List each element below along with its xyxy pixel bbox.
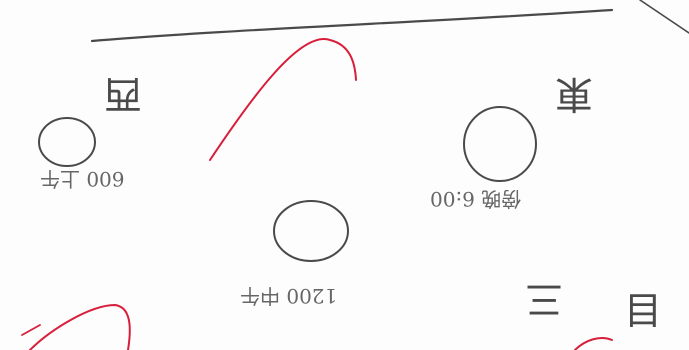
label-evening: 傍晚 6:00: [430, 187, 522, 211]
red-arc-stroke: [209, 38, 357, 161]
char-three: 三: [525, 277, 564, 321]
char-west: 西: [104, 72, 143, 116]
sun-circle-right: [463, 106, 537, 182]
corner-diagonal-line: [639, 0, 689, 34]
char-eye: 目: [624, 289, 663, 333]
sun-circle-left: [38, 117, 96, 167]
red-bottom-stroke: [29, 303, 131, 350]
red-tick-stroke: [21, 324, 41, 336]
label-morning: 600 上午: [40, 167, 125, 191]
sun-circle-center: [273, 200, 349, 262]
red-corner-stroke: [574, 337, 613, 350]
char-east: 東: [555, 72, 594, 116]
horizon-line: [90, 8, 614, 43]
label-noon: 1200 中午: [240, 284, 338, 308]
